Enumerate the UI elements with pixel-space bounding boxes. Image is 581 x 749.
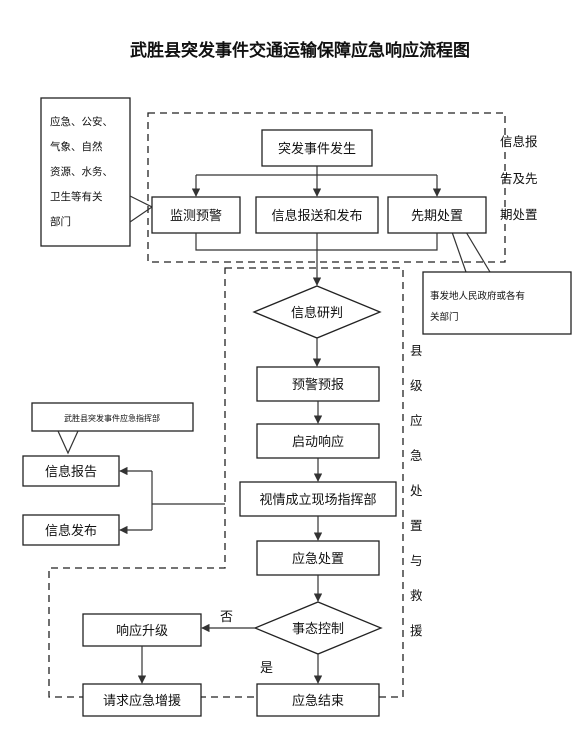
svg-text:突发事件发生: 突发事件发生 (278, 141, 356, 157)
node-judge: 信息研判 (252, 285, 382, 339)
svg-text:信息报: 信息报 (500, 134, 538, 149)
svg-text:武胜县突发事件应急指挥部: 武胜县突发事件应急指挥部 (64, 413, 160, 423)
node-field-command: 视情成立现场指挥部 (239, 481, 397, 517)
edge-label-no: 否 (220, 610, 233, 625)
svg-text:救: 救 (410, 588, 423, 603)
svg-text:级: 级 (410, 378, 423, 393)
node-info-release: 信息发布 (22, 514, 120, 546)
svg-text:监测预警: 监测预警 (170, 208, 222, 224)
node-end: 应急结束 (256, 683, 380, 717)
stage-info-label: 信息报 告及先 期处置 (500, 134, 538, 222)
node-monitor: 监测预警 (151, 196, 241, 234)
node-report-publish: 信息报送和发布 (255, 196, 379, 234)
callout-county-command: 武胜县突发事件应急指挥部 (31, 402, 194, 455)
node-info-report: 信息报告 (22, 455, 120, 487)
svg-text:与: 与 (410, 553, 423, 568)
svg-text:启动响应: 启动响应 (292, 434, 344, 450)
svg-text:期处置: 期处置 (500, 207, 538, 222)
svg-text:预警预报: 预警预报 (292, 377, 344, 393)
svg-text:信息发布: 信息发布 (45, 523, 97, 539)
node-start-response: 启动响应 (256, 423, 380, 459)
svg-text:请求应急增援: 请求应急增援 (103, 693, 181, 709)
diagram-title: 武胜县突发事件交通运输保障应急响应流程图 (130, 40, 470, 61)
svg-text:卫生等有关: 卫生等有关 (50, 190, 103, 203)
svg-text:置: 置 (410, 518, 423, 533)
svg-text:视情成立现场指挥部: 视情成立现场指挥部 (259, 493, 376, 508)
svg-text:气象、自然: 气象、自然 (50, 140, 103, 153)
svg-text:援: 援 (410, 623, 423, 638)
callout-local-government: 事发地人民政府或各有 关部门 (422, 231, 572, 335)
node-early-handle: 先期处置 (387, 196, 487, 234)
svg-text:应: 应 (410, 413, 423, 428)
svg-text:应急、公安、: 应急、公安、 (50, 115, 113, 128)
svg-text:应急处置: 应急处置 (292, 551, 344, 567)
svg-text:应急结束: 应急结束 (292, 693, 344, 709)
svg-text:先期处置: 先期处置 (411, 209, 463, 224)
svg-text:事发地人民政府或各有: 事发地人民政府或各有 (430, 290, 525, 302)
svg-text:急: 急 (410, 448, 423, 463)
stage-county-region (48, 267, 404, 698)
svg-text:处: 处 (410, 483, 423, 498)
node-request-aid: 请求应急增援 (82, 683, 202, 717)
node-event: 突发事件发生 (261, 129, 373, 167)
svg-text:部门: 部门 (50, 215, 71, 228)
edge-label-yes: 是 (260, 661, 273, 676)
node-emergency-handle: 应急处置 (256, 540, 380, 576)
svg-text:信息报送和发布: 信息报送和发布 (271, 208, 362, 224)
stage-info-region (147, 112, 506, 263)
svg-text:响应升级: 响应升级 (116, 623, 168, 639)
svg-text:告及先: 告及先 (500, 171, 538, 186)
node-situation-control: 事态控制 (253, 601, 383, 655)
svg-text:事态控制: 事态控制 (292, 622, 344, 637)
svg-text:资源、水务、: 资源、水务、 (50, 165, 113, 178)
svg-text:县: 县 (410, 343, 423, 358)
svg-text:关部门: 关部门 (430, 311, 459, 323)
callout-departments: 应急、公安、 气象、自然 资源、水务、 卫生等有关 部门 (40, 97, 154, 247)
node-upgrade: 响应升级 (82, 613, 202, 647)
svg-text:信息研判: 信息研判 (291, 305, 343, 321)
svg-text:信息报告: 信息报告 (45, 464, 97, 480)
node-forecast: 预警预报 (256, 366, 380, 402)
stage-county-label: 县 级 应 急 处 置 与 救 援 (410, 343, 423, 638)
